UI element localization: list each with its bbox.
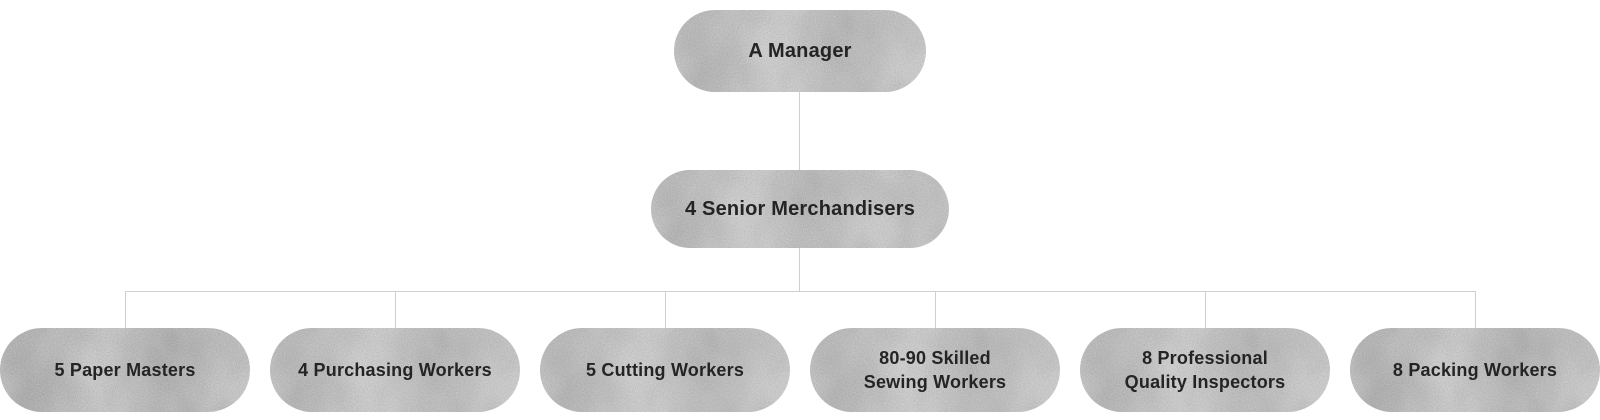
org-node-label: 4 Senior Merchandisers (684, 198, 916, 220)
connector-drop-packing-workers (1475, 292, 1476, 328)
org-node-label: 80-90 Skilled (879, 348, 991, 368)
org-node-label: Quality Inspectors (1124, 372, 1286, 392)
org-node-quality-inspectors: 8 Professional Quality Inspectors (1080, 328, 1330, 412)
connector-senior-trunk (799, 248, 800, 291)
org-node-label: 5 Cutting Workers (585, 360, 745, 380)
connector-drop-quality-inspectors (1205, 292, 1206, 328)
org-node-manager: A Manager (674, 10, 926, 92)
org-node-label: 8 Professional (1142, 348, 1268, 368)
org-node-label: Sewing Workers (863, 372, 1007, 392)
org-node-label: 4 Purchasing Workers (298, 360, 492, 380)
org-node-sewing-workers: 80-90 Skilled Sewing Workers (810, 328, 1060, 412)
org-node-senior-merchandisers: 4 Senior Merchandisers (651, 170, 949, 248)
org-node-paper-masters: 5 Paper Masters (0, 328, 250, 412)
connector-horizontal-rail (125, 291, 1476, 292)
connector-drop-sewing-workers (935, 292, 936, 328)
org-node-purchasing-workers: 4 Purchasing Workers (270, 328, 520, 412)
org-node-label: 5 Paper Masters (54, 360, 196, 380)
org-node-cutting-workers: 5 Cutting Workers (540, 328, 790, 412)
connector-drop-paper-masters (125, 292, 126, 328)
org-node-label: 8 Packing Workers (1392, 360, 1558, 380)
connector-drop-purchasing-workers (395, 292, 396, 328)
org-node-label: A Manager (748, 40, 852, 62)
connector-drop-cutting-workers (665, 292, 666, 328)
connector-manager-senior (799, 92, 800, 170)
org-node-packing-workers: 8 Packing Workers (1350, 328, 1600, 412)
